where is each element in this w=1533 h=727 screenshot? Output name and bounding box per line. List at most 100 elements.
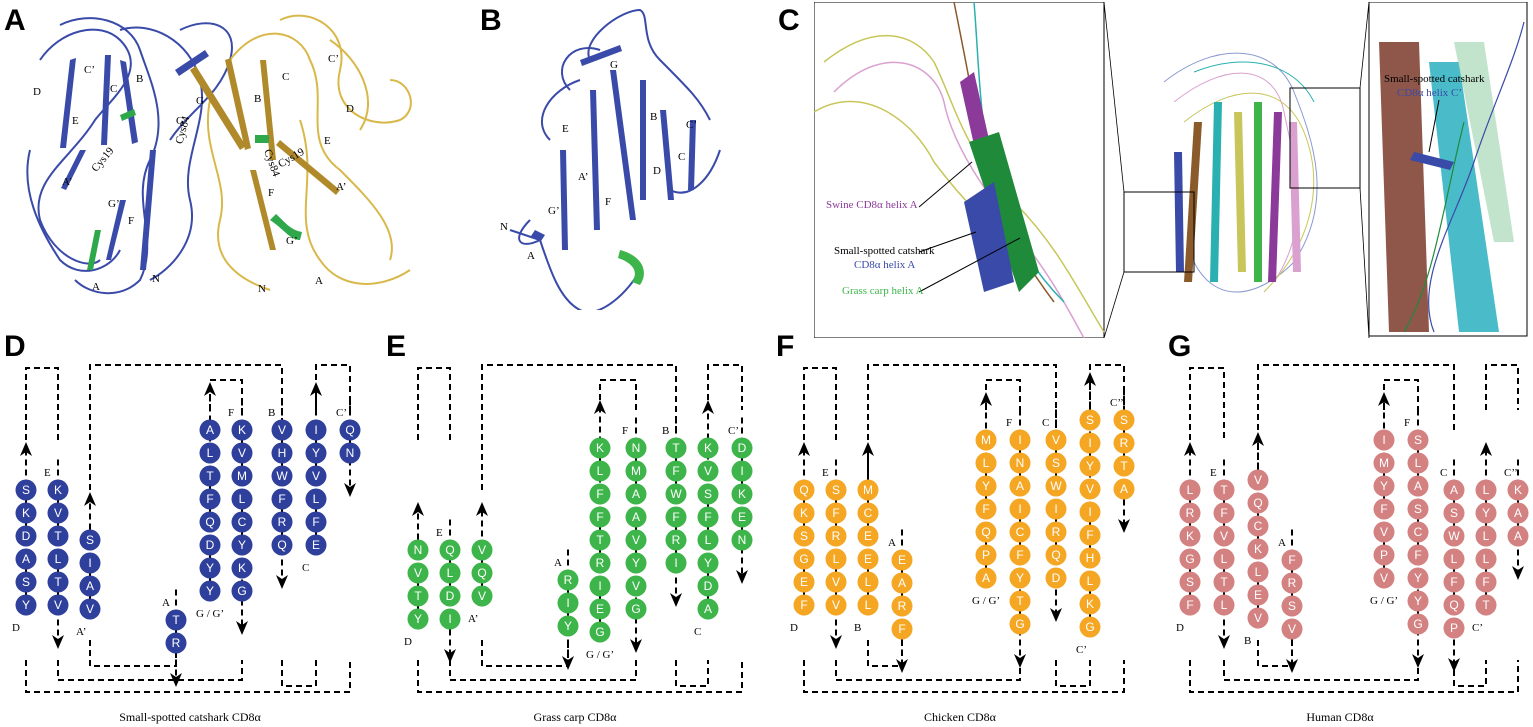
b-label-a: A <box>527 250 535 262</box>
strand-8: C’QN <box>336 399 361 497</box>
residue-circle <box>1247 584 1269 606</box>
residue-circle <box>271 465 293 487</box>
residue-letter: V <box>86 602 94 616</box>
residue-letter: V <box>1052 433 1060 447</box>
strand-label: C <box>694 626 701 638</box>
residue-circle <box>975 429 997 451</box>
arrow-down-icon <box>52 635 64 649</box>
residue-circle <box>665 529 687 551</box>
residue-letter: L <box>865 598 872 612</box>
residue-circle <box>1281 572 1303 594</box>
panel-c-structure: Swine CD8α helix A Small-spotted catshar… <box>814 2 1528 338</box>
residue-letter: A <box>1514 529 1522 543</box>
residue-letter: T <box>54 529 62 543</box>
residue-letter: F <box>1016 548 1023 562</box>
residue-circle <box>697 483 719 505</box>
caption-f: Chicken CD8α <box>924 710 996 724</box>
residue-circle <box>1113 409 1135 431</box>
strand-8: C’’KAA <box>1504 459 1529 580</box>
residue-circle <box>975 452 997 474</box>
residue-letter: S <box>1414 433 1422 447</box>
arrow-up-icon <box>412 502 424 516</box>
residue-letter: R <box>596 556 605 570</box>
residue-circle <box>1407 452 1429 474</box>
residue-circle <box>825 594 847 616</box>
residue-letter: K <box>1514 483 1522 497</box>
residue-circle <box>1475 594 1497 616</box>
residue-letter: F <box>1450 575 1457 589</box>
residue-circle <box>625 598 647 620</box>
residue-letter: K <box>1254 542 1262 556</box>
arrow-up-icon <box>798 442 810 456</box>
residue-circle <box>857 571 879 593</box>
residue-letter: C <box>1016 525 1025 539</box>
residue-letter: E <box>738 510 746 524</box>
loop-connector <box>25 367 59 440</box>
residue-letter: E <box>864 529 872 543</box>
loop-connector <box>315 364 351 410</box>
c-label-shark-2: Small-spotted catshark <box>1384 73 1485 85</box>
residue-letter: R <box>564 573 573 587</box>
residue-letter: L <box>313 492 320 506</box>
residue-circle <box>165 632 187 654</box>
residue-circle <box>665 483 687 505</box>
residue-circle <box>731 529 753 551</box>
loop-connector <box>1223 660 1419 681</box>
residue-circle <box>589 552 611 574</box>
residue-circle <box>825 502 847 524</box>
residue-circle <box>305 488 327 510</box>
residue-circle <box>731 483 753 505</box>
residue-circle <box>793 594 815 616</box>
residue-letter: H <box>1086 551 1095 565</box>
c-label-shark-helix-c: CD8α helix C’ <box>1397 87 1462 99</box>
residue-circle <box>557 592 579 614</box>
residue-letter: V <box>1220 529 1228 543</box>
residue-circle <box>1407 429 1429 451</box>
strand-label: C’ <box>728 425 739 437</box>
residue-letter: I <box>740 464 743 478</box>
residue-letter: A <box>898 576 906 590</box>
residue-letter: W <box>1448 529 1460 543</box>
residue-circle <box>589 575 611 597</box>
residue-circle <box>1407 544 1429 566</box>
residue-circle <box>697 552 719 574</box>
a-label-f-2: F <box>268 187 274 199</box>
residue-circle <box>1373 498 1395 520</box>
residue-circle <box>439 608 461 630</box>
residue-circle <box>697 460 719 482</box>
arrow-up-icon <box>1084 372 1096 386</box>
loop-connector <box>89 364 283 490</box>
residue-letter: C <box>1414 525 1423 539</box>
strand-label: A’ <box>76 626 86 638</box>
residue-circle <box>1179 571 1201 593</box>
residue-circle <box>1009 613 1031 635</box>
residue-letter: V <box>312 469 320 483</box>
residue-circle <box>891 595 913 617</box>
loop-connector <box>449 660 637 681</box>
arrow-down-icon <box>1412 654 1424 668</box>
residue-letter: P <box>982 548 990 562</box>
arrow-down-icon <box>1218 635 1230 649</box>
residue-letter: D <box>446 589 455 603</box>
residue-circle <box>1079 432 1101 454</box>
residue-letter: K <box>238 423 246 437</box>
residue-letter: F <box>800 598 807 612</box>
residue-circle <box>47 571 69 593</box>
residue-letter: R <box>1120 436 1129 450</box>
strand-label: F <box>1404 417 1410 429</box>
residue-letter: A <box>1514 506 1522 520</box>
residue-circle <box>1179 525 1201 547</box>
residue-circle <box>305 465 327 487</box>
residue-circle <box>1443 617 1465 639</box>
loop-connector <box>707 364 743 410</box>
residue-letter: G <box>799 552 808 566</box>
residue-letter: V <box>478 543 486 557</box>
a-label-b-2: B <box>254 93 261 105</box>
residue-circle <box>1407 521 1429 543</box>
residue-circle <box>825 479 847 501</box>
residue-letter: Y <box>206 584 214 598</box>
loop-connector <box>417 367 451 440</box>
